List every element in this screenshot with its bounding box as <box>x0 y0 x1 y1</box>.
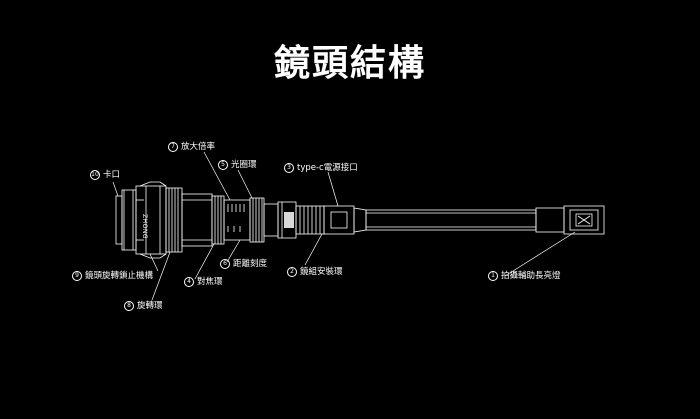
callout-number: 4 <box>184 277 194 287</box>
callout-label: 鏡頭旋轉鎖止機構 <box>85 271 154 281</box>
callout-label: 鏡組安裝環 <box>300 267 343 277</box>
callout-number: 8 <box>124 301 134 311</box>
callout-label: type-c電源接口 <box>297 163 358 173</box>
rotation-ring <box>165 187 183 253</box>
lens-light-head <box>535 205 605 235</box>
distance-scale <box>223 199 251 241</box>
lens-engraving: ZHONG <box>141 214 148 239</box>
callout-number: 1 <box>488 271 498 281</box>
callout-number: 2 <box>287 267 297 277</box>
lens-mount <box>115 189 144 251</box>
focus-ring <box>211 195 225 245</box>
callout-label: 拍攝輔助長亮燈 <box>501 271 561 281</box>
lens-group-mount-ring <box>263 201 325 239</box>
type-c-port-housing <box>323 205 367 235</box>
callout-label: 放大倍率 <box>181 142 216 152</box>
callout-number: 5 <box>218 160 228 170</box>
callout-label: 對焦環 <box>197 277 223 287</box>
aperture-ring <box>249 197 265 243</box>
callout-number: 6 <box>220 259 230 269</box>
callout-number: 10 <box>90 170 100 180</box>
callout-label: 光圈環 <box>231 160 257 170</box>
callout-number: 3 <box>284 163 294 173</box>
callout-label: 旋轉環 <box>137 301 163 311</box>
lens-mid-tube <box>181 193 213 247</box>
callout-number: 9 <box>72 271 82 281</box>
lens-long-tube <box>365 209 537 231</box>
callout-label: 卡口 <box>103 170 121 180</box>
leader-lines <box>112 151 576 301</box>
callout-number: 7 <box>168 142 178 152</box>
page-title: 鏡頭結構 <box>273 43 426 84</box>
callout-label: 距離刻度 <box>233 259 268 269</box>
